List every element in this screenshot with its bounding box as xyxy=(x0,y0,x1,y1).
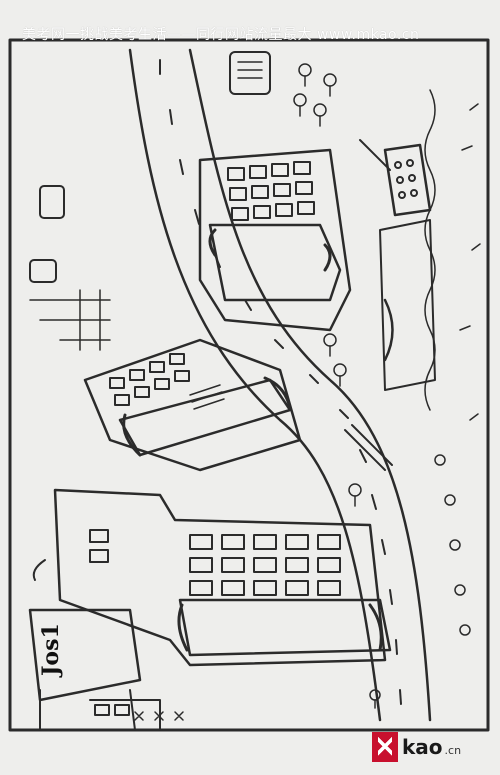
artist-signature: Jos1 xyxy=(38,623,64,676)
crosswalks xyxy=(344,139,393,471)
logo-wordmark: kao.cn xyxy=(402,735,461,759)
river-ripples xyxy=(459,103,481,421)
logo-brand-text: kao xyxy=(402,735,443,759)
drawing-frame xyxy=(8,38,490,732)
lower-desk-phone xyxy=(32,488,392,667)
river-keypad-phone xyxy=(379,143,436,391)
bottom-left-building xyxy=(28,608,184,731)
main-road-left-edge xyxy=(128,48,382,722)
logo-m-mark xyxy=(372,732,398,762)
top-left-small-phones xyxy=(29,51,271,351)
road-lane-dashes xyxy=(159,59,402,705)
main-road-right-edge xyxy=(188,48,432,722)
upper-desk-phone xyxy=(198,148,352,332)
street-trees xyxy=(293,63,471,709)
middle-desk-phone xyxy=(83,338,302,472)
watermark-banner: 美考网一挑战美考生活——同行网站流量最大 www.mkao.cn xyxy=(22,27,420,43)
mkao-logo: kao.cn xyxy=(372,728,490,766)
logo-domain-suffix: .cn xyxy=(444,744,462,757)
